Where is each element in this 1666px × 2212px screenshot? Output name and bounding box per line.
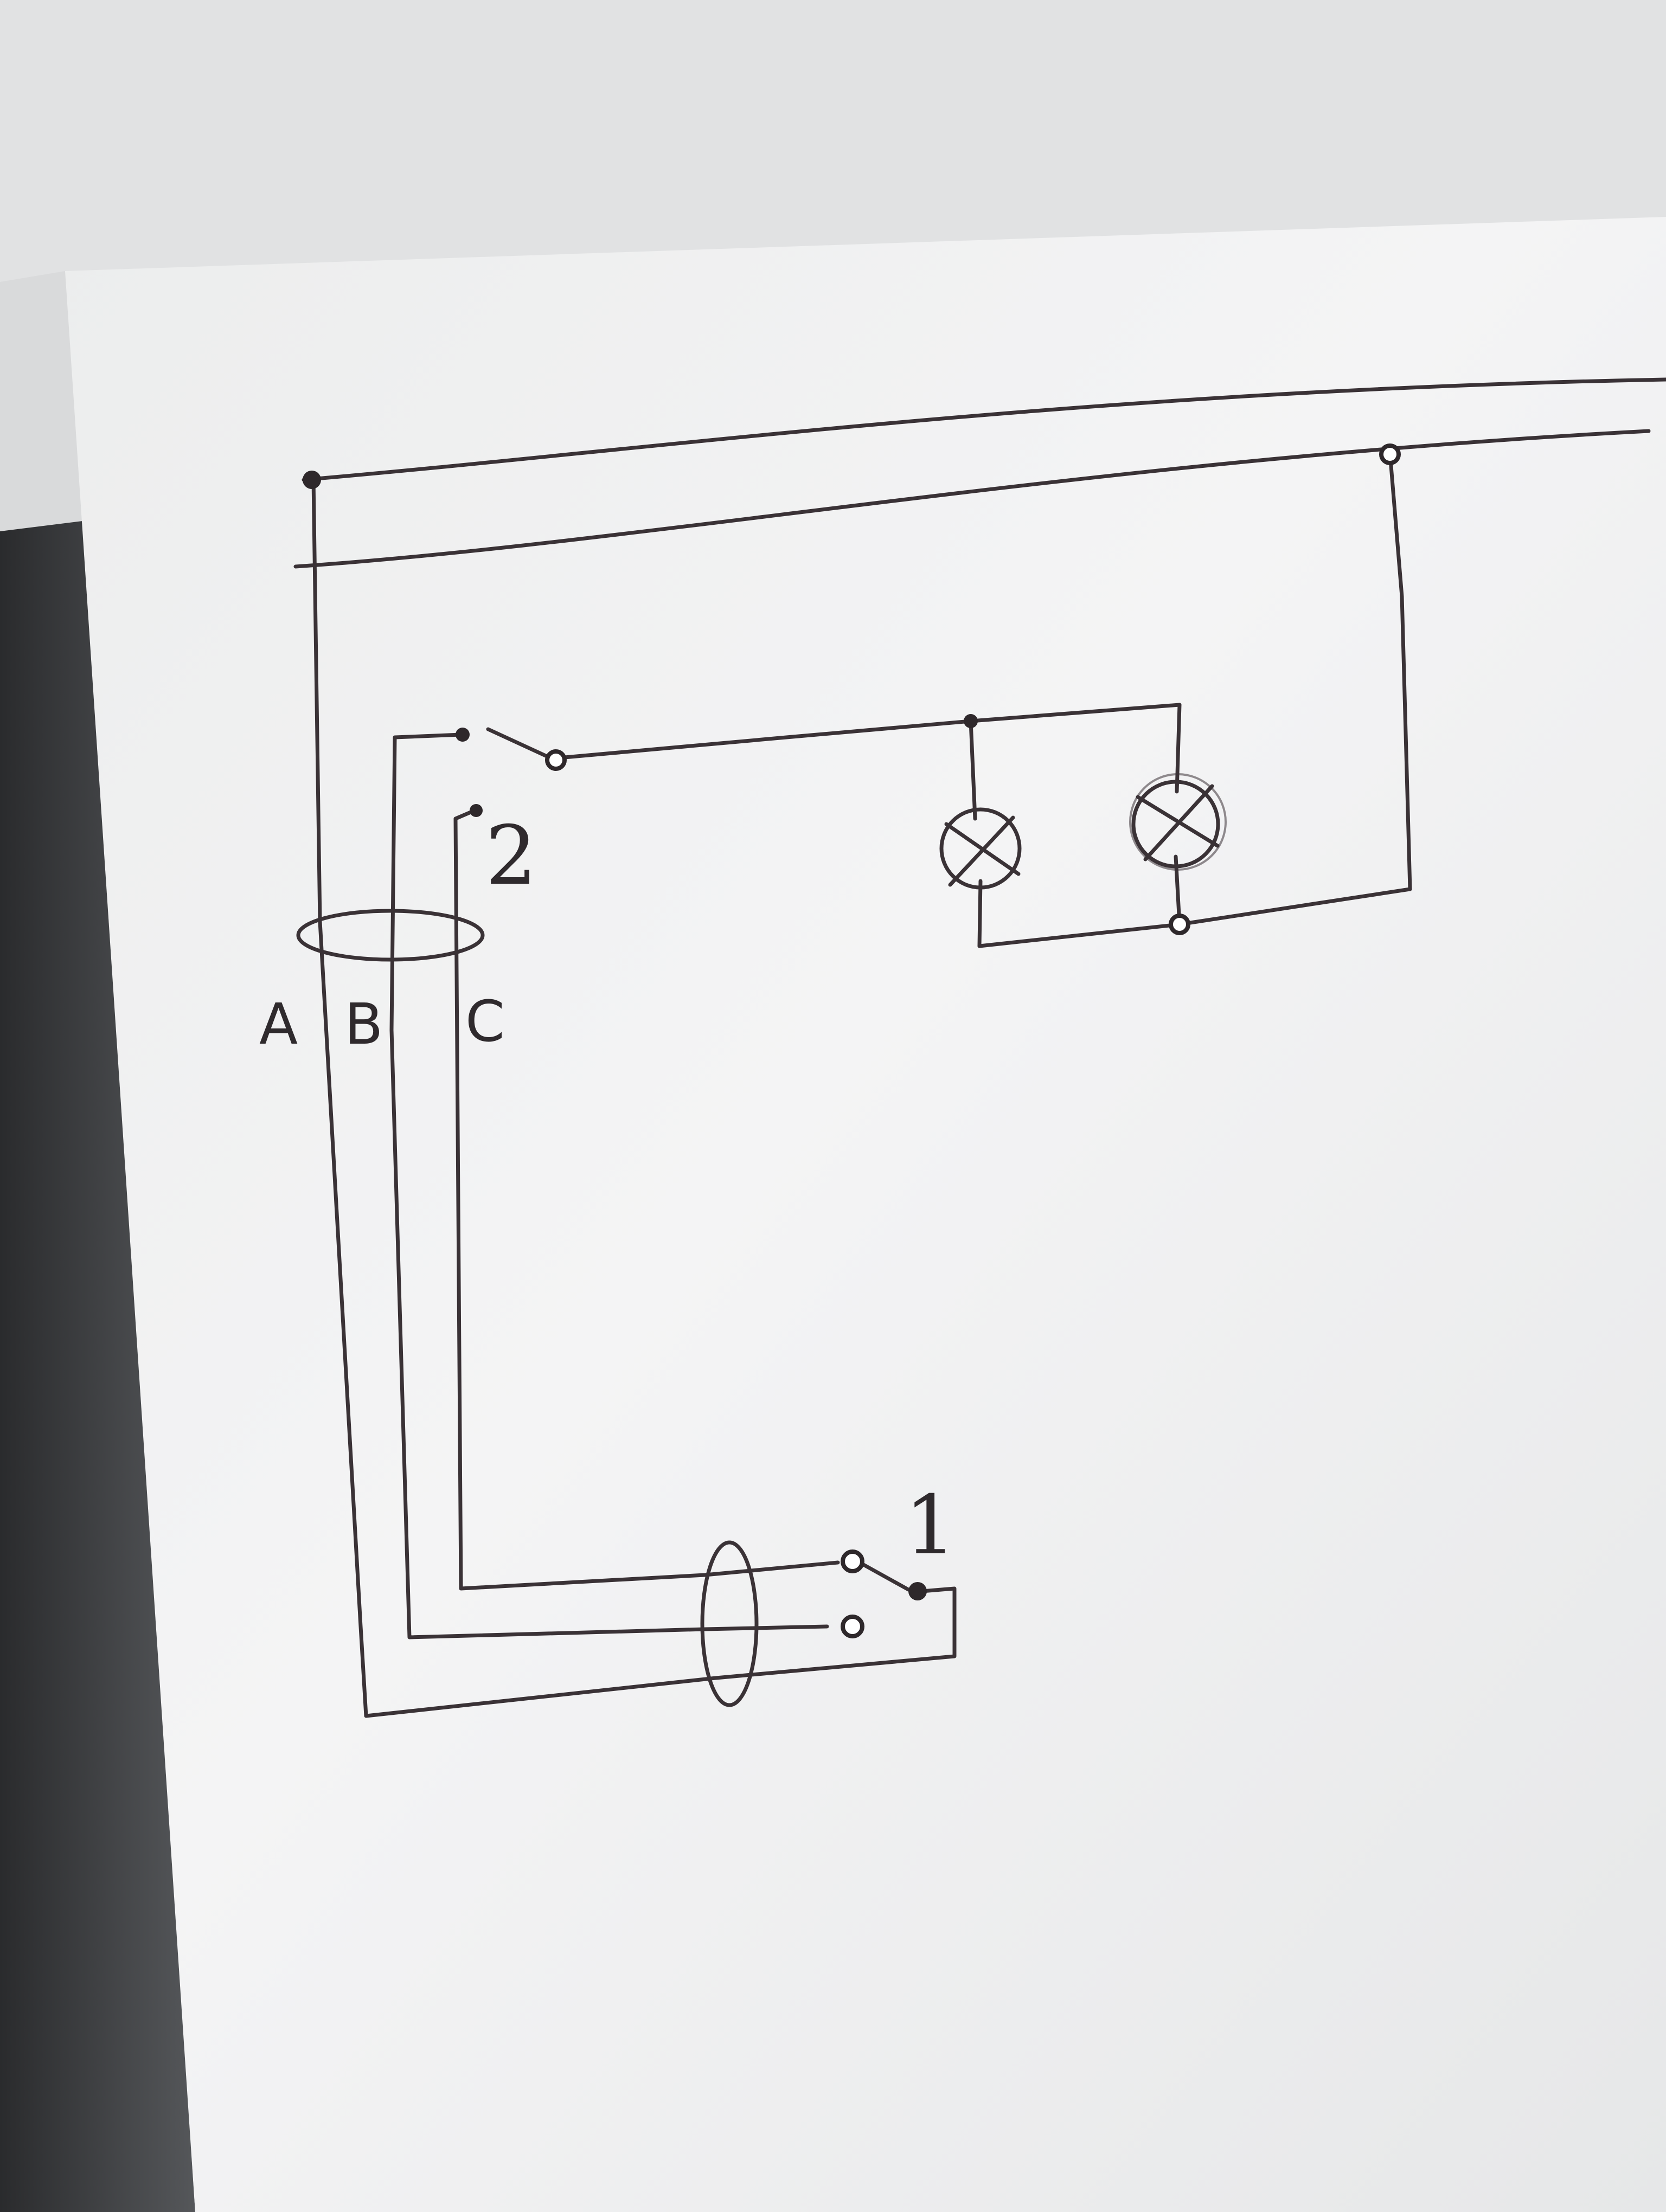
paper-shadow — [0, 520, 195, 2212]
lamp-junction-bottom — [1169, 914, 1190, 935]
lamp-2-icon — [1129, 773, 1227, 871]
lamp-junction-top — [964, 714, 978, 728]
wire-b — [389, 732, 829, 1639]
neutral-drop — [1388, 451, 1412, 891]
cable-bundle-top — [296, 909, 485, 962]
switch-2-blade — [486, 727, 553, 760]
switch-2-contact-a — [545, 749, 567, 771]
switch-2-contact-b — [470, 804, 483, 817]
wire-label-a: A — [259, 991, 298, 1057]
wire-label-c: C — [465, 988, 505, 1054]
upper-sheet — [0, 0, 1666, 282]
switch-2-common — [456, 728, 470, 742]
supply-line-top — [302, 377, 1666, 482]
junction-dot-top — [303, 471, 321, 489]
switch-1-common — [908, 1582, 927, 1600]
cable-bundle-bottom — [700, 1540, 759, 1707]
paper — [65, 217, 1666, 2212]
switch-2-label: 2 — [485, 809, 537, 903]
wire-label-b: B — [344, 991, 383, 1057]
lamp-1-branch — [969, 719, 983, 948]
wire-a — [311, 478, 957, 1718]
lamp-feed — [556, 703, 1182, 760]
switch-1-blade — [857, 1560, 911, 1592]
lamp-1-icon — [939, 807, 1022, 890]
terminal-neutral — [1379, 443, 1401, 465]
switch-1-label: 1 — [905, 1478, 956, 1573]
switch-1-contact-a — [841, 1549, 864, 1573]
switch-1-contact-b — [841, 1615, 864, 1638]
